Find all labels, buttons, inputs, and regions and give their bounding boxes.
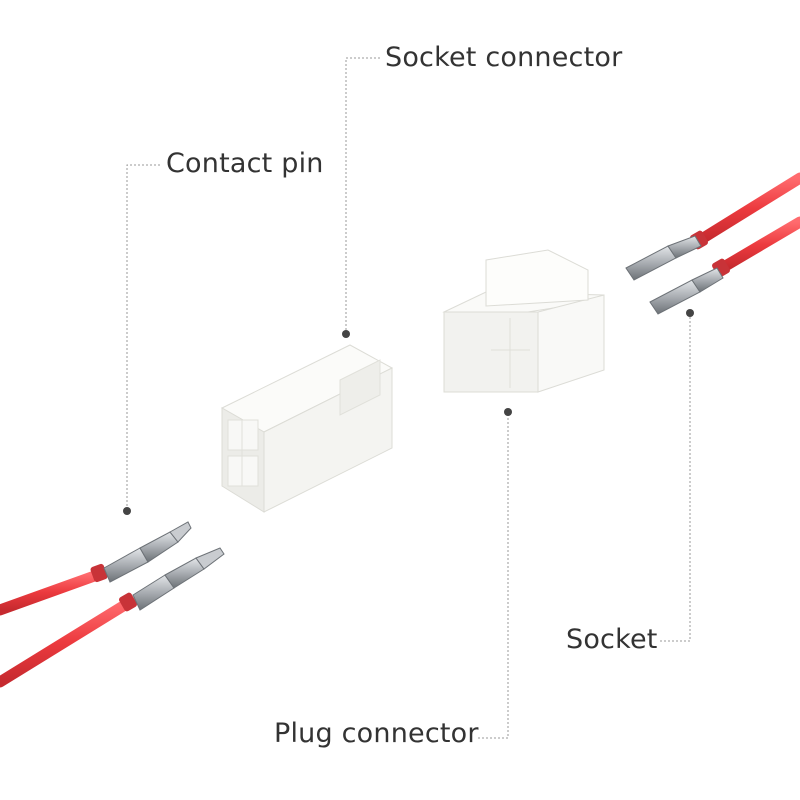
socket-terminal-icon (649, 267, 724, 315)
leader-dots (123, 309, 694, 515)
socket-wires (625, 172, 800, 315)
socket-connector-housing (220, 344, 394, 513)
leader-plug-connector (478, 412, 509, 739)
socket-connector-label: Socket connector (385, 42, 623, 73)
contact-pin-label: Contact pin (166, 148, 324, 179)
contact-pin-wires (0, 521, 225, 688)
contact-pin-icon (132, 547, 225, 611)
leader-contact-pin (126, 164, 160, 510)
contact-pin-icon (103, 521, 192, 583)
dot-socket-connector (342, 330, 350, 338)
plug-connector-housing (442, 249, 605, 393)
leader-lines (126, 57, 691, 739)
leader-socket-connector (345, 57, 380, 334)
plug-connector-label: Plug connector (274, 718, 479, 749)
dot-socket (686, 309, 694, 317)
dot-contact-pin (123, 507, 131, 515)
socket-terminal-icon (625, 235, 702, 281)
socket-label: Socket (566, 624, 658, 655)
leader-socket (660, 312, 691, 642)
dot-plug-connector (504, 408, 512, 416)
